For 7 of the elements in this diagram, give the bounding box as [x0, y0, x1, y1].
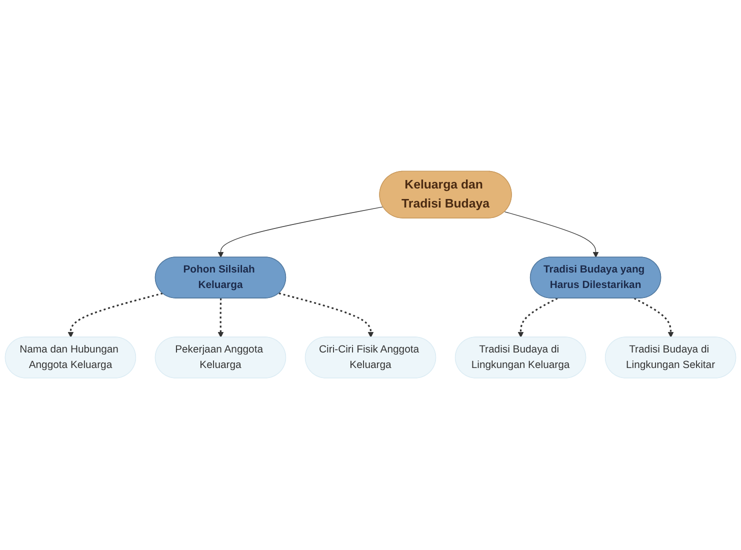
arrow — [218, 206, 384, 258]
arrow — [68, 292, 163, 338]
arrow — [634, 298, 674, 338]
arrow — [518, 298, 558, 338]
arrow — [218, 298, 224, 338]
arrow — [504, 212, 599, 258]
arrow — [278, 292, 374, 338]
